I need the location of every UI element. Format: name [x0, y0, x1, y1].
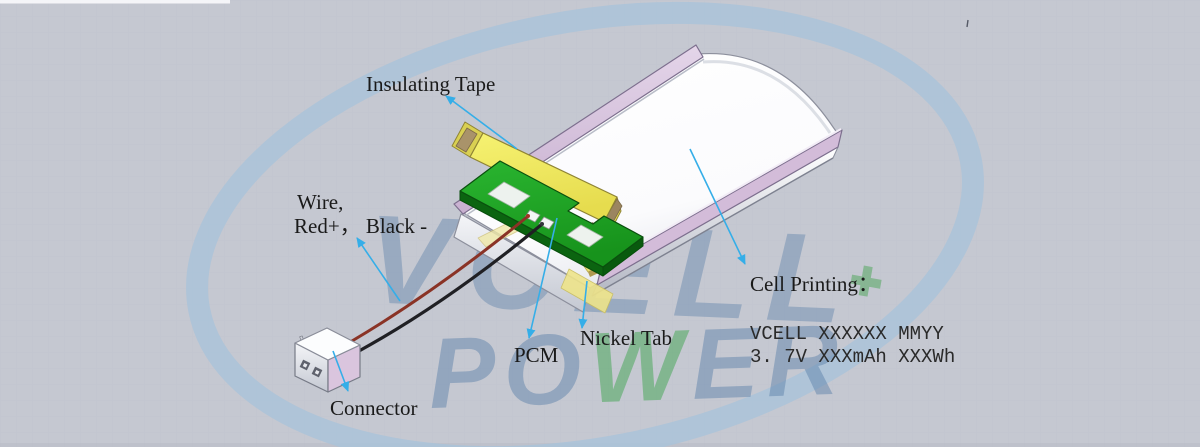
cell-printing-line1: VCELL XXXXXX MMYY	[750, 323, 944, 345]
arrow-pcm	[526, 217, 558, 339]
arrow-nickel-tab	[578, 280, 588, 329]
cell-fold-highlight	[702, 60, 832, 134]
label-wire-line2: Red+， Black -	[294, 214, 427, 238]
watermark-po: PO	[427, 312, 591, 430]
cell-printing-line2: 3. 7V XXXmAh XXXWh	[750, 346, 955, 368]
pcm-wire-pad-black	[538, 216, 555, 230]
cell-bottom-edge	[591, 157, 834, 297]
connector-pin-hole	[299, 359, 311, 371]
wire-black-tip	[540, 222, 544, 226]
top-edge-strip	[0, 0, 230, 4]
nickel-tab-front	[560, 268, 614, 314]
watermark-w: W	[587, 309, 693, 425]
wire-red-tip	[526, 214, 530, 218]
label-connector: Connector	[330, 396, 417, 420]
label-wire-line1: Wire,	[297, 190, 343, 214]
tape-left-bend-inner	[455, 127, 478, 153]
watermark-swoosh	[186, 1, 984, 447]
watermark-power-text: POWER	[427, 303, 848, 430]
callout-arrows	[332, 95, 746, 392]
arrow-insulating-tape	[445, 95, 518, 150]
pcm-wire-pad-red	[524, 209, 541, 223]
arrow-wire	[356, 237, 401, 302]
label-pcm: PCM	[514, 343, 559, 367]
watermark-plus-icon	[850, 265, 882, 297]
connector-pin-hole	[311, 366, 323, 378]
wire-black	[357, 223, 543, 353]
cell-right-seal-fin	[596, 129, 843, 286]
artifact-mark	[966, 19, 969, 28]
label-insulating-tape: Insulating Tape	[366, 72, 495, 96]
label-nickel-tab: Nickel Tab	[580, 326, 672, 350]
wire-red	[350, 215, 529, 343]
arrow-connector	[332, 350, 350, 392]
watermark-er: ER	[690, 303, 849, 420]
label-cell-printing: Cell Printing：	[750, 272, 879, 296]
connector-top-face	[294, 327, 361, 361]
pcm-pad-2	[566, 224, 604, 248]
arrow-cell-printing	[689, 148, 746, 265]
pcm-pad-1	[487, 181, 531, 209]
